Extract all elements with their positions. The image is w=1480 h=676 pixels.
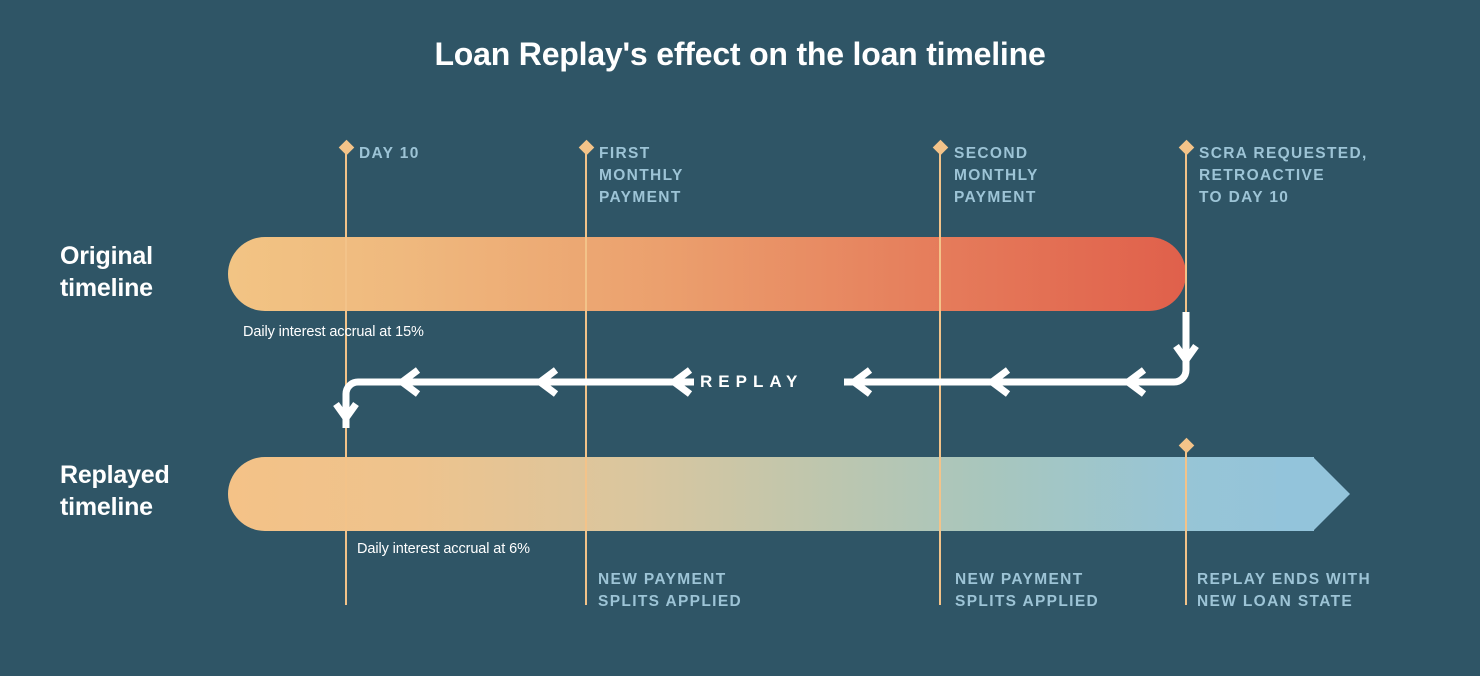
row-label-original-timeline: Original timeline (60, 242, 153, 302)
milestone-label-scra-requested: SCRA REQUESTED, RETROACTIVE TO DAY 10 (1199, 145, 1368, 206)
milestone-label-second-monthly-payment: SECOND MONTHLY PAYMENT (954, 145, 1039, 206)
marker-diamond-replay-ends (1178, 437, 1195, 454)
note-original-interest-accrual: Daily interest accrual at 15% (243, 324, 424, 340)
milestone-label-first-monthly-payment: FIRST MONTHLY PAYMENT (599, 145, 684, 206)
replayed-timeline-bar (228, 457, 1314, 531)
replay-arrow-label: REPLAY (700, 372, 804, 391)
marker-line-second-monthly-payment (939, 148, 941, 605)
replayed-timeline-arrow-tip-icon (1276, 457, 1350, 531)
marker-diamond-first-monthly-payment (578, 139, 595, 156)
bottom-label-new-payment-splits-second: NEW PAYMENT SPLITS APPLIED (955, 571, 1100, 610)
marker-line-day-10 (345, 148, 347, 605)
marker-diamond-second-monthly-payment (932, 139, 949, 156)
bottom-label-new-payment-splits-first: NEW PAYMENT SPLITS APPLIED (598, 571, 743, 610)
row-label-replayed-timeline: Replayed timeline (60, 461, 170, 521)
page-title: Loan Replay's effect on the loan timelin… (434, 36, 1046, 72)
marker-diamond-scra-requested (1178, 139, 1195, 156)
milestone-label-day-10: DAY 10 (359, 145, 420, 162)
marker-line-replay-ends (1185, 446, 1187, 605)
marker-line-scra-requested (1185, 148, 1187, 312)
original-timeline-bar (228, 237, 1186, 311)
note-replayed-interest-accrual: Daily interest accrual at 6% (357, 541, 530, 557)
marker-line-first-monthly-payment (585, 148, 587, 605)
marker-diamond-day-10 (338, 139, 355, 156)
bottom-label-replay-ends: REPLAY ENDS WITH NEW LOAN STATE (1197, 571, 1372, 610)
